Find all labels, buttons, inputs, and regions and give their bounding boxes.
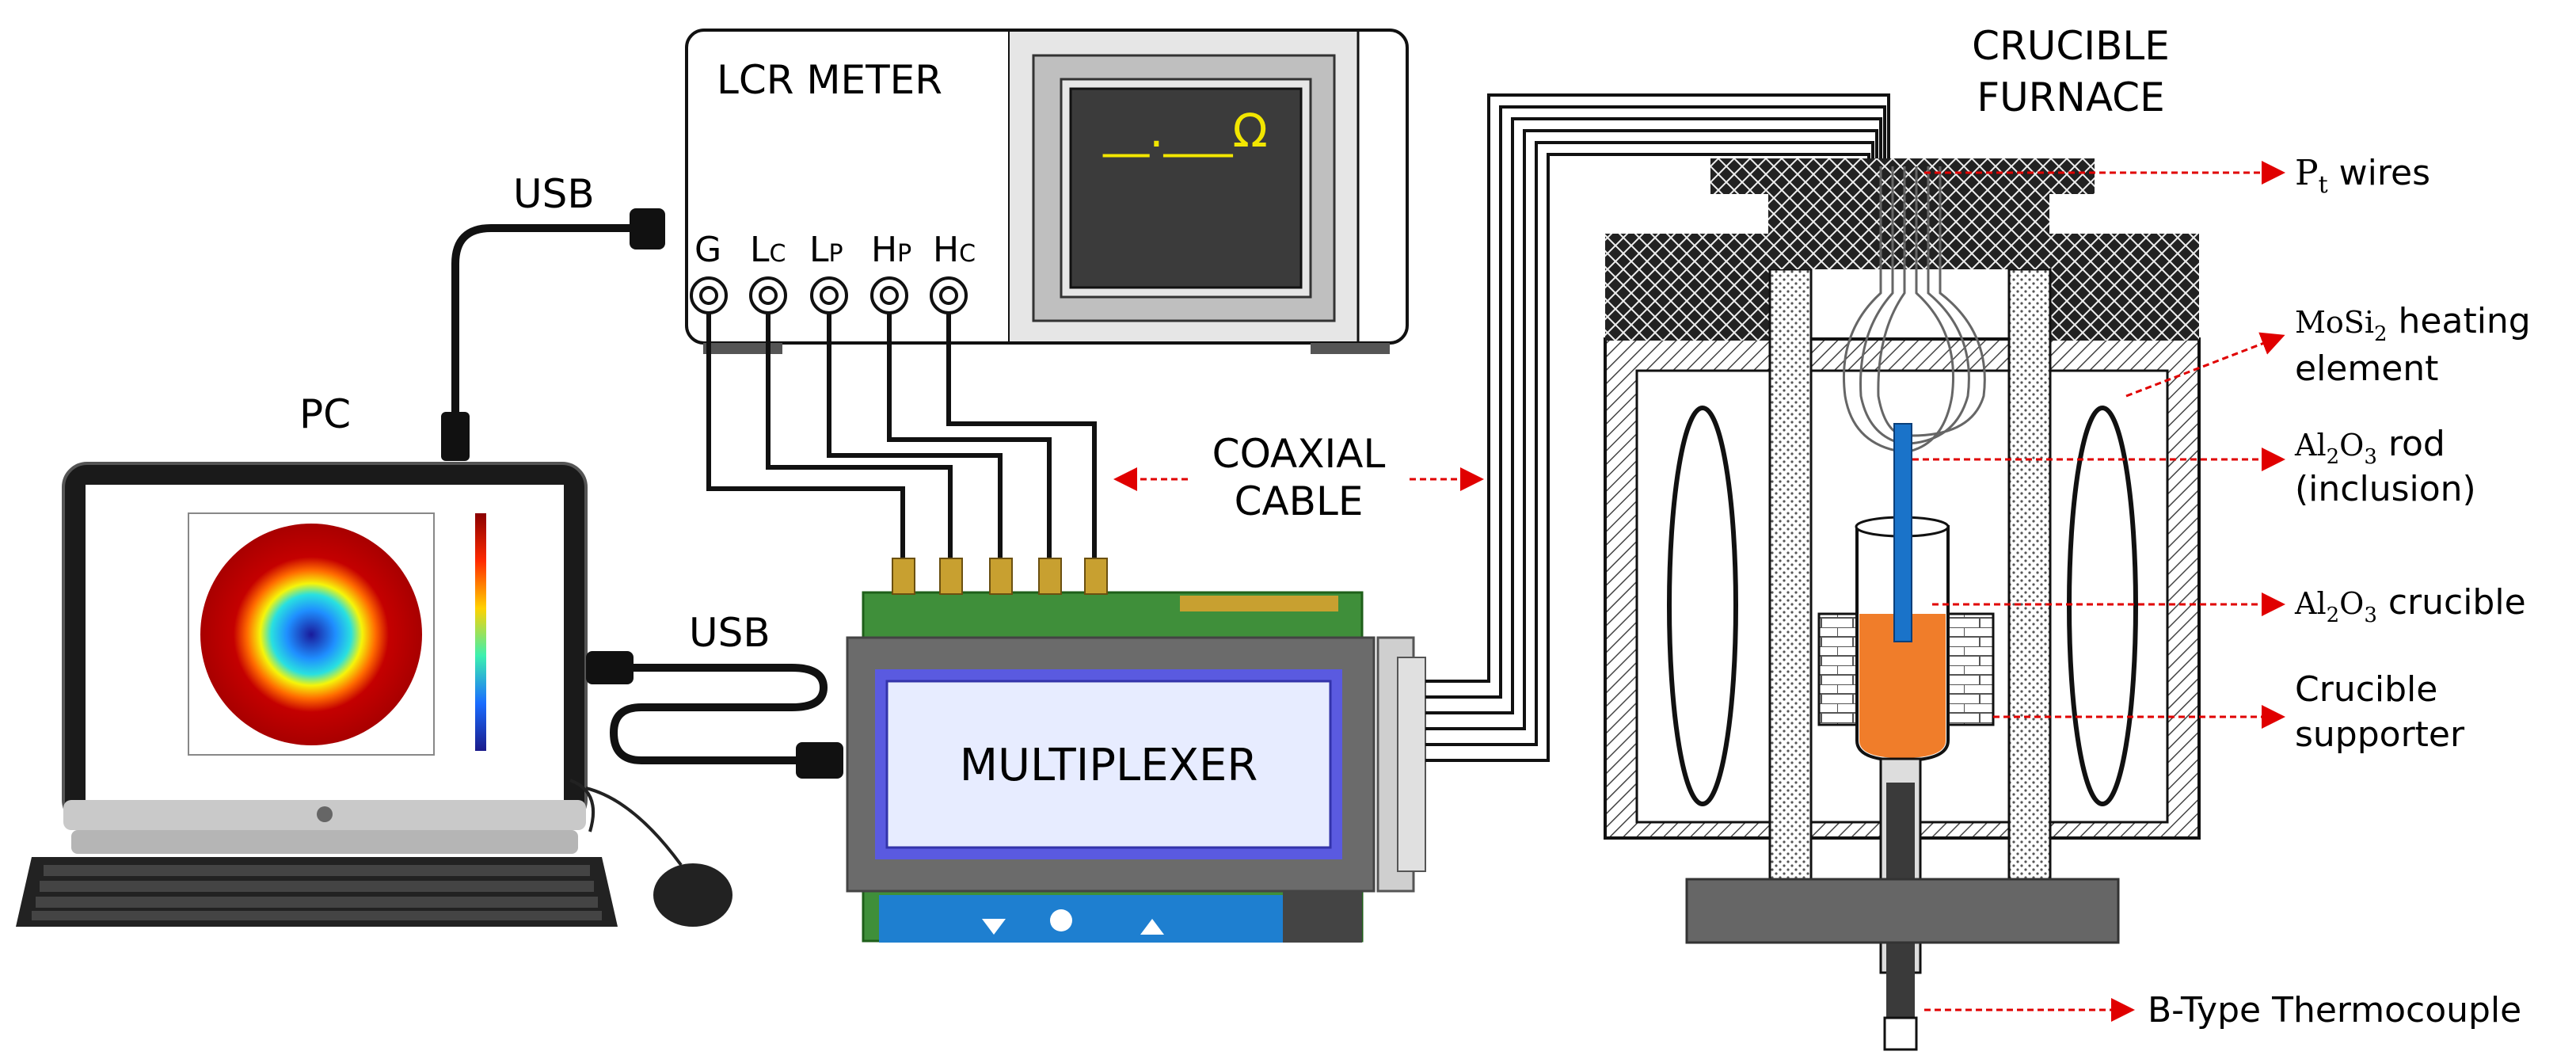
usb-top-label: USB [513, 171, 595, 217]
port-lc-label: L [750, 230, 770, 270]
alumina-rod-label: Al [2294, 428, 2327, 463]
usb-bottom-cable [609, 664, 828, 764]
mosi2-heating-element-label: MoSi [2295, 305, 2374, 340]
port-lp-label: L [809, 230, 829, 270]
thermocouple-label: B-Type Thermocouple [2148, 990, 2521, 1030]
svg-text:CRUCIBLE: CRUCIBLE [1972, 23, 2170, 69]
crucible-supporter-label: Crucible [2295, 669, 2437, 710]
alumina-rod [1893, 423, 1912, 642]
svg-text:supporter: supporter [2295, 714, 2465, 755]
lcr-to-mux-cables [706, 313, 1097, 558]
svg-text:(inclusion): (inclusion) [2295, 469, 2476, 509]
usb-bottom-label: USB [689, 610, 771, 656]
svg-text:Pt wires: Pt wires [2295, 153, 2430, 199]
keyboard [16, 857, 618, 927]
alumina-crucible-label: Al [2294, 586, 2327, 621]
multiplexer: MULTIPLEXER [846, 558, 1426, 943]
svg-text:element: element [2295, 349, 2438, 389]
svg-text:Al2O3 crucible: Al2O3 crucible [2294, 582, 2526, 627]
svg-text:LP: LP [809, 230, 843, 270]
pt-wires-label: P [2295, 153, 2319, 193]
crucible-furnace [1604, 158, 2201, 1051]
crucible-furnace-label: CRUCIBLE [1972, 23, 2170, 69]
coaxial-cable-label: COAXIAL [1212, 431, 1386, 477]
port-hc-label: H [933, 230, 959, 270]
port-hp-label: H [871, 230, 897, 270]
svg-text:Al2O3 rod: Al2O3 rod [2294, 424, 2445, 469]
mouse [653, 863, 732, 927]
pc-monitor [62, 462, 588, 854]
svg-text:Crucible: Crucible [2295, 669, 2437, 710]
svg-text:LC: LC [750, 230, 786, 270]
svg-text:HP: HP [871, 230, 911, 270]
svg-text:CABLE: CABLE [1235, 478, 1364, 524]
svg-text:HC: HC [933, 230, 976, 270]
pc-label: PC [299, 391, 351, 437]
svg-text:FURNACE: FURNACE [1977, 74, 2164, 120]
lcr-display-readout: __.___Ω [1102, 104, 1268, 158]
lcr-meter: __.___Ω LCR METER G LC LP HP HC [685, 29, 1409, 354]
port-g-label: G [694, 230, 721, 270]
multiplexer-label: MULTIPLEXER [960, 740, 1258, 791]
tomography-image [200, 524, 422, 745]
svg-text:COAXIAL: COAXIAL [1212, 431, 1386, 477]
usb-top-cable [451, 224, 641, 416]
lcr-meter-label: LCR METER [717, 57, 942, 103]
molten-sample [1859, 614, 1946, 758]
svg-text:MoSi2 heating: MoSi2 heating [2295, 301, 2531, 346]
